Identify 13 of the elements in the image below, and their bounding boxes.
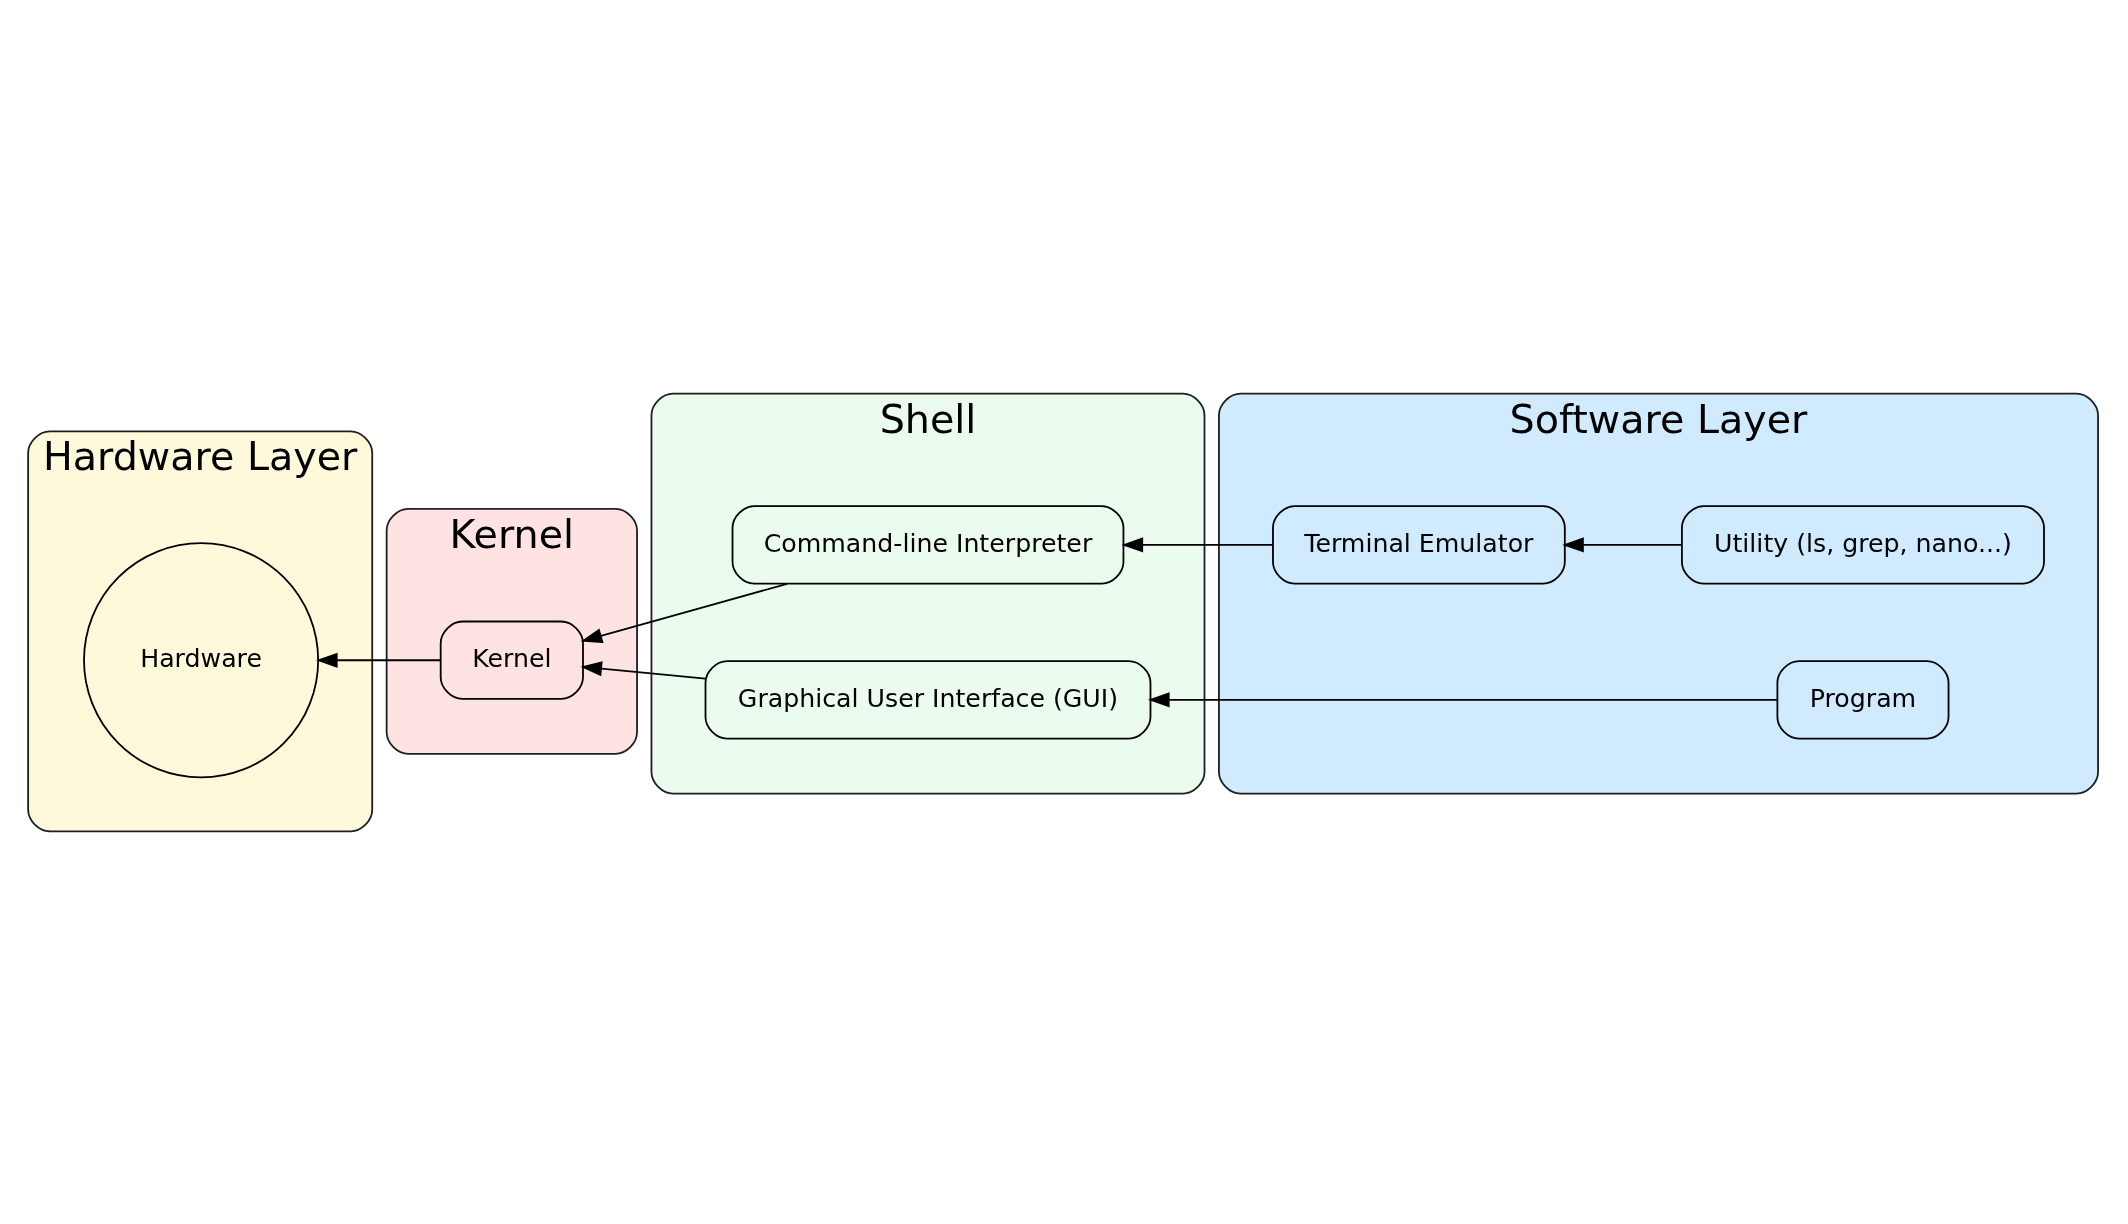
arrow <box>580 660 707 680</box>
node-circle: Hardware <box>83 541 320 778</box>
arrow <box>1121 536 1274 552</box>
node-box: Graphical User Interface (GUI) <box>704 659 1152 739</box>
node-box: Utility (ls, grep, nano...) <box>1681 504 2045 585</box>
node-box: Kernel <box>439 620 584 700</box>
arrow <box>1147 691 1778 707</box>
node-box: Command-line Interpreter <box>731 504 1125 585</box>
node-box: Program <box>1776 659 1950 739</box>
node-box: Terminal Emulator <box>1272 504 1566 585</box>
arrow <box>580 582 788 643</box>
arrow <box>315 652 442 668</box>
arrow <box>1562 536 1683 552</box>
